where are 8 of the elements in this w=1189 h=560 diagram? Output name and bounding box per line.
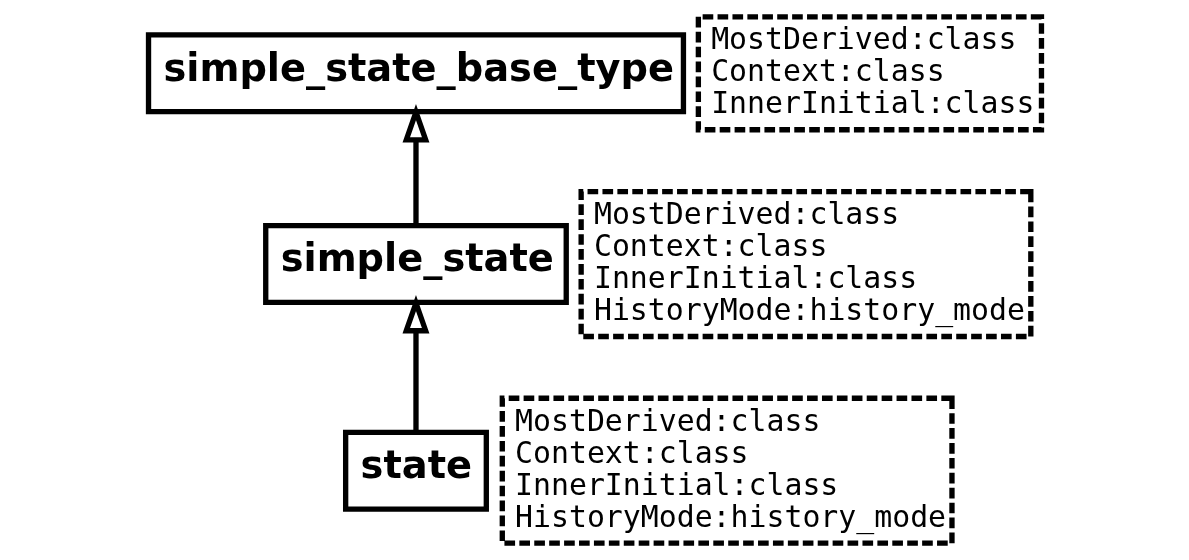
node-box: simple_state_base_type (145, 32, 686, 115)
arrow (402, 294, 429, 432)
node-box: simple_state (262, 223, 569, 306)
node-box: MostDerived:class Context:class InnerInitial:class (695, 14, 1044, 133)
node-box: MostDerived:class Context:class InnerInitial:class HistoryMode:history_mode (578, 188, 1033, 340)
node-box: state (342, 429, 489, 512)
arrow (402, 104, 429, 226)
node-box: MostDerived:class Context:class InnerInitial:class HistoryMode:history_mode (499, 395, 955, 546)
